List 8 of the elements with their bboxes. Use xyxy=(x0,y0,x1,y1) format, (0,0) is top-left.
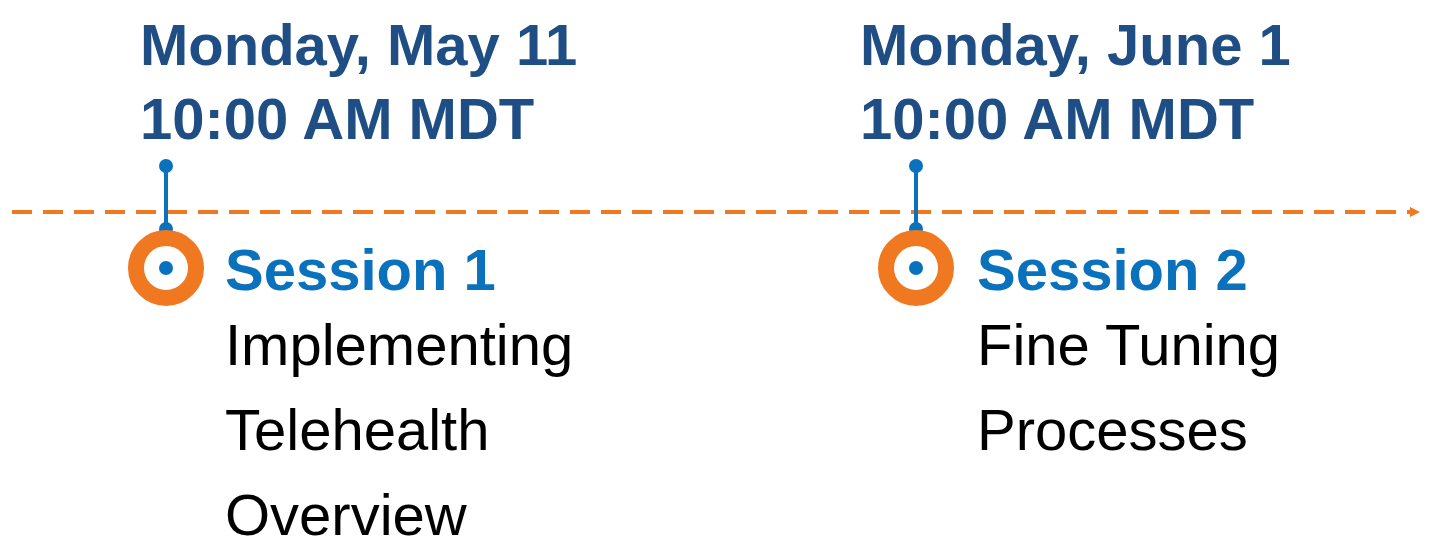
timeline-marker-icon xyxy=(877,229,955,307)
session-title: Session 1 xyxy=(225,238,497,302)
date-label: Monday, May 11 10:00 AM MDT xyxy=(140,8,660,156)
session-title: Session 2 xyxy=(977,238,1249,302)
timeline-marker-icon xyxy=(127,229,205,307)
session-description: Fine Tuning Processes xyxy=(977,311,1282,464)
date-label: Monday, June 1 10:00 AM MDT xyxy=(860,8,1380,156)
session-description: Implementing Telehealth Overview xyxy=(225,311,575,549)
